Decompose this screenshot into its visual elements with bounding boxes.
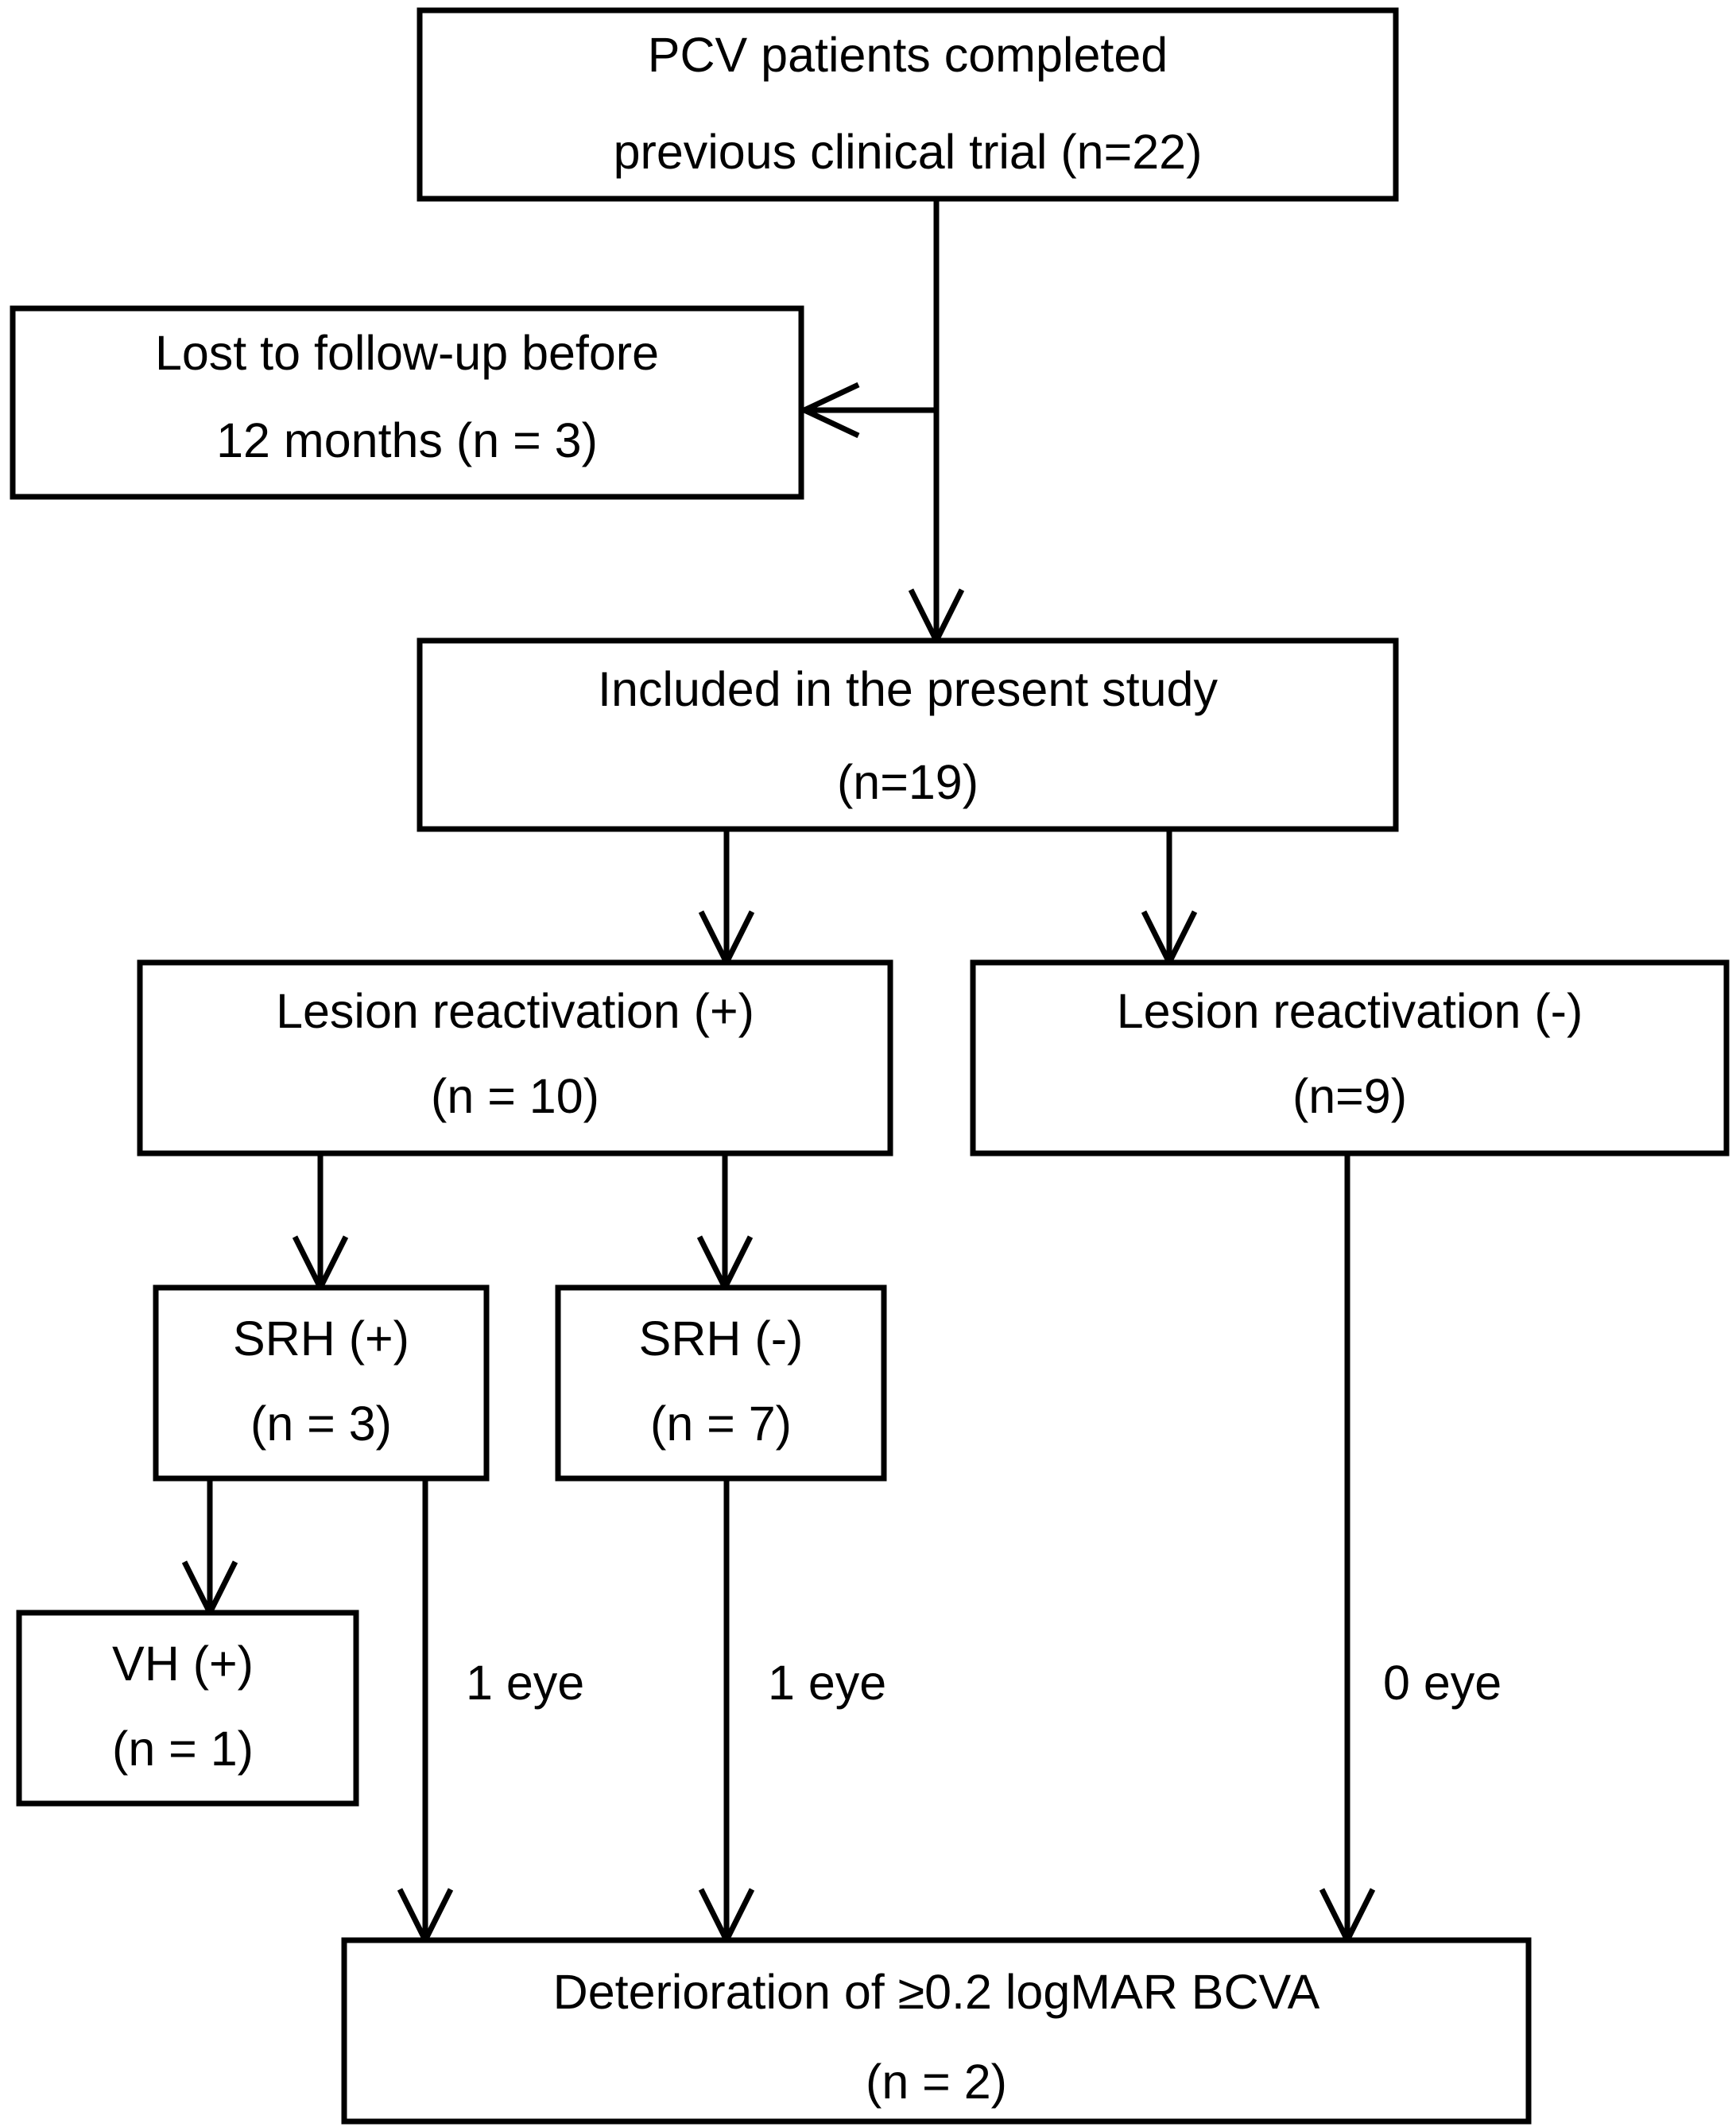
node-included-line-1: Included in the present study: [598, 662, 1218, 716]
node-outcome-line-1: Deterioration of ≥0.2 logMAR BCVA: [553, 1965, 1320, 2019]
node-lost-to-followup-line-2: 12 months (n = 3): [216, 413, 598, 467]
node-included: [417, 637, 1399, 832]
node-reactivation-negative-line-1: Lesion reactivation (-): [1117, 984, 1583, 1038]
node-outcome-line-2: (n = 2): [866, 2055, 1007, 2109]
node-enrolled: [417, 7, 1399, 202]
node-lost-to-followup-line-1: Lost to follow-up before: [155, 326, 659, 380]
arrowhead-lost: [797, 382, 860, 439]
node-outcome: [341, 1937, 1532, 2125]
node-srh-positive-line-1: SRH (+): [233, 1311, 409, 1366]
edge-label-zero-eye-reactivation-neg: 0 eye: [1383, 1656, 1502, 1710]
node-reactivation-positive-line-1: Lesion reactivation (+): [276, 984, 754, 1038]
node-vh-positive: [16, 1610, 359, 1807]
node-srh-negative-line-1: SRH (-): [639, 1311, 804, 1366]
node-srh-negative: [555, 1284, 887, 1482]
node-srh-negative-line-2: (n = 7): [650, 1397, 792, 1451]
node-vh-positive-line-1: VH (+): [112, 1637, 254, 1691]
node-srh-positive-line-2: (n = 3): [250, 1397, 392, 1451]
node-included-line-2: (n=19): [837, 755, 978, 809]
node-enrolled-line-1: PCV patients completed: [648, 28, 1168, 82]
node-enrolled-line-2: previous clinical trial (n=22): [614, 125, 1203, 179]
node-reactivation-positive-line-2: (n = 10): [431, 1069, 599, 1123]
node-vh-positive-line-2: (n = 1): [112, 1722, 254, 1776]
edge-label-one-eye-srh-neg: 1 eye: [768, 1656, 886, 1710]
edge-label-one-eye-srh-pos: 1 eye: [466, 1656, 584, 1710]
node-reactivation-negative-line-2: (n=9): [1292, 1069, 1407, 1123]
node-srh-positive: [153, 1284, 490, 1482]
node-lost-to-followup: [10, 305, 804, 500]
node-reactivation-negative: [970, 959, 1730, 1156]
node-reactivation-positive: [137, 959, 893, 1156]
